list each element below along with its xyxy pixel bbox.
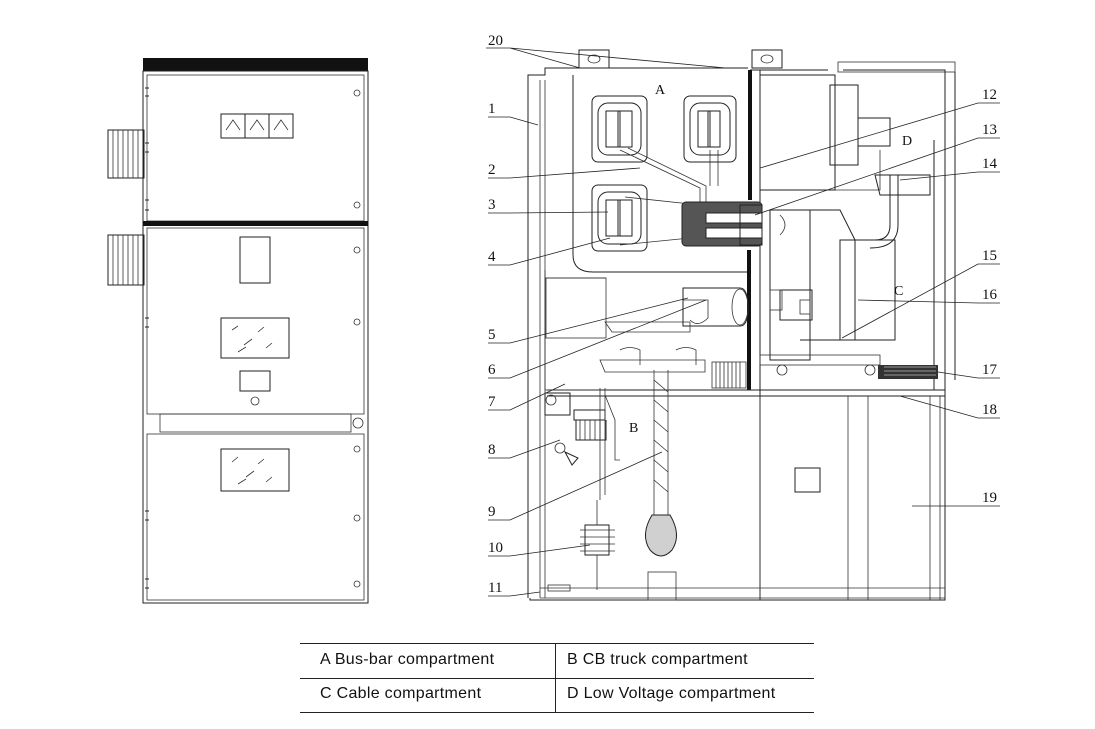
legend-row: C Cable compartment D Low Voltage compar… xyxy=(300,678,814,712)
inspection-window-lower xyxy=(220,448,290,492)
compartment-letter-c: C xyxy=(894,284,903,299)
leader-lines xyxy=(486,47,1000,597)
surge-arrester xyxy=(580,500,615,590)
callout-8: 8 xyxy=(488,442,496,458)
section-view-panel xyxy=(527,49,956,601)
legend-cell-cb-truck: B CB truck compartment xyxy=(567,651,748,668)
legend-divider xyxy=(555,644,556,712)
callout-numbers: 20 1 2 3 4 5 6 7 8 9 10 11 12 13 14 15 1… xyxy=(488,33,998,596)
indicator-window xyxy=(239,236,271,284)
callout-5: 5 xyxy=(488,327,496,343)
compartment-letter-a: A xyxy=(655,83,666,98)
callout-11: 11 xyxy=(488,580,502,596)
inspection-window-upper xyxy=(220,317,290,359)
earthing-switch xyxy=(544,392,607,466)
callout-19: 19 xyxy=(982,490,997,506)
legend-cell-busbar: A Bus-bar compartment xyxy=(320,651,495,668)
callout-17: 17 xyxy=(982,362,998,378)
callout-2: 2 xyxy=(488,162,496,178)
callout-1: 1 xyxy=(488,101,496,117)
legend-row: A Bus-bar compartment B CB truck compart… xyxy=(300,644,814,679)
contact-box xyxy=(681,201,763,247)
callout-14: 14 xyxy=(982,156,998,172)
front-view-panel xyxy=(107,58,369,604)
callout-9: 9 xyxy=(488,504,496,520)
callout-18: 18 xyxy=(982,402,997,418)
compartment-legend-table: A Bus-bar compartment B CB truck compart… xyxy=(300,643,814,713)
callout-10: 10 xyxy=(488,540,503,556)
busbar-bushing xyxy=(591,95,737,252)
callout-12: 12 xyxy=(982,87,997,103)
callout-7: 7 xyxy=(488,394,496,410)
nameplate xyxy=(239,370,271,392)
meter-window xyxy=(220,113,294,139)
earth-bar-coil xyxy=(711,361,747,389)
side-bushing-upper xyxy=(107,129,145,179)
callout-3: 3 xyxy=(488,197,496,213)
cable-termination xyxy=(645,370,677,601)
callout-4: 4 xyxy=(488,249,496,265)
callout-20: 20 xyxy=(488,33,503,49)
callout-13: 13 xyxy=(982,122,997,138)
legend-cell-cable: C Cable compartment xyxy=(320,685,482,702)
compartment-letter-b: B xyxy=(629,421,638,436)
circuit-breaker-truck xyxy=(759,209,881,366)
compartment-letter-d: D xyxy=(902,134,912,149)
legend-cell-low-voltage: D Low Voltage compartment xyxy=(567,685,776,702)
lifting-lug xyxy=(578,49,783,69)
side-bushing-lower xyxy=(107,234,145,286)
callout-15: 15 xyxy=(982,248,997,264)
callout-16: 16 xyxy=(982,287,998,303)
cable-clamp xyxy=(869,174,931,249)
callout-6: 6 xyxy=(488,362,496,378)
